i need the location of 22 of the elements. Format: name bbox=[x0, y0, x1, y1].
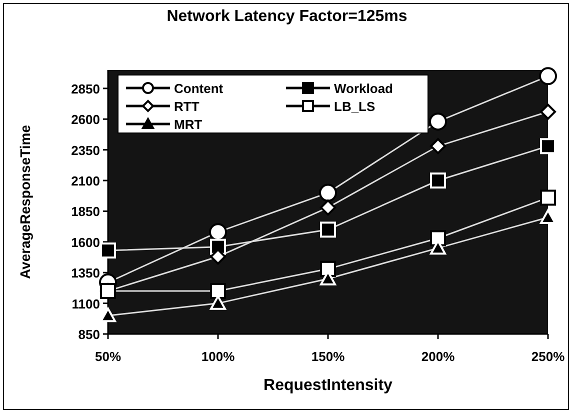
x-tick-label: 50% bbox=[94, 349, 122, 364]
x-tick-label: 150% bbox=[311, 349, 345, 364]
y-tick-label: 1100 bbox=[72, 296, 100, 312]
y-tick-label: 2350 bbox=[71, 142, 100, 158]
y-tick-label: 2100 bbox=[71, 174, 100, 188]
legend-label: MRT bbox=[174, 117, 202, 132]
y-tick-label: 1600 bbox=[71, 234, 100, 250]
x-tick-label: 250% bbox=[531, 349, 565, 364]
y-tick-label: 850 bbox=[78, 327, 100, 342]
legend-label: Workload bbox=[334, 81, 393, 96]
y-tick-label: 1350 bbox=[71, 266, 100, 281]
x-axis-title: RequestIntensity bbox=[264, 377, 392, 394]
y-tick-label: 1850 bbox=[71, 204, 100, 220]
x-tick-label: 100% bbox=[201, 349, 235, 364]
legend-label: LB_LS bbox=[334, 99, 376, 114]
y-axis-title: AverageResponseTime bbox=[17, 124, 33, 280]
y-tick-label: 2850 bbox=[71, 81, 100, 96]
legend-label: RTT bbox=[174, 99, 200, 114]
chart-title: Network Latency Factor=125ms bbox=[166, 8, 408, 26]
legend-label: Content bbox=[174, 81, 224, 96]
y-tick-label: 2600 bbox=[71, 112, 100, 128]
x-tick-label: 200% bbox=[421, 349, 455, 364]
